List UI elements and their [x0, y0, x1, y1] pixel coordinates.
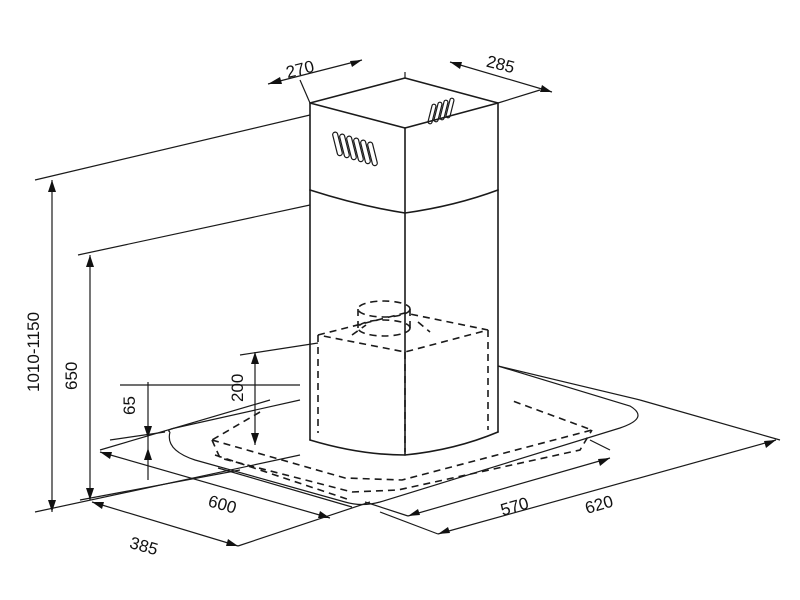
- dim-total-height: 1010-1150: [24, 180, 56, 512]
- dim-canopy-height: 200: [228, 352, 259, 445]
- dim-hood-height: 650: [62, 255, 94, 500]
- hood-inner-outline: [211, 399, 595, 501]
- dim-label-650: 650: [62, 362, 81, 390]
- dim-chimney-depth: 285: [449, 52, 553, 93]
- dim-label-1010-1150: 1010-1150: [24, 312, 43, 392]
- chimney-upper: [309, 77, 499, 214]
- dim-glass-width: 600: [99, 451, 331, 519]
- chimney-lower: [309, 189, 499, 456]
- dim-glass-thickness: 65: [120, 382, 152, 480]
- dim-glass-depth: 385: [91, 501, 371, 559]
- dim-label-620: 620: [583, 492, 616, 518]
- vent-slots-right: [427, 97, 455, 125]
- dim-chimney-width: 270: [267, 57, 406, 85]
- dim-label-600: 600: [206, 492, 239, 518]
- dim-label-270: 270: [284, 57, 316, 82]
- dim-label-385: 385: [128, 533, 161, 559]
- extension-lines: [34, 79, 781, 513]
- dim-hood-width-outer: 620: [379, 439, 777, 535]
- dim-label-200: 200: [228, 374, 247, 402]
- motor-housing-hidden: [317, 300, 489, 452]
- dim-label-65: 65: [120, 396, 139, 415]
- vent-slots-left: [332, 131, 378, 167]
